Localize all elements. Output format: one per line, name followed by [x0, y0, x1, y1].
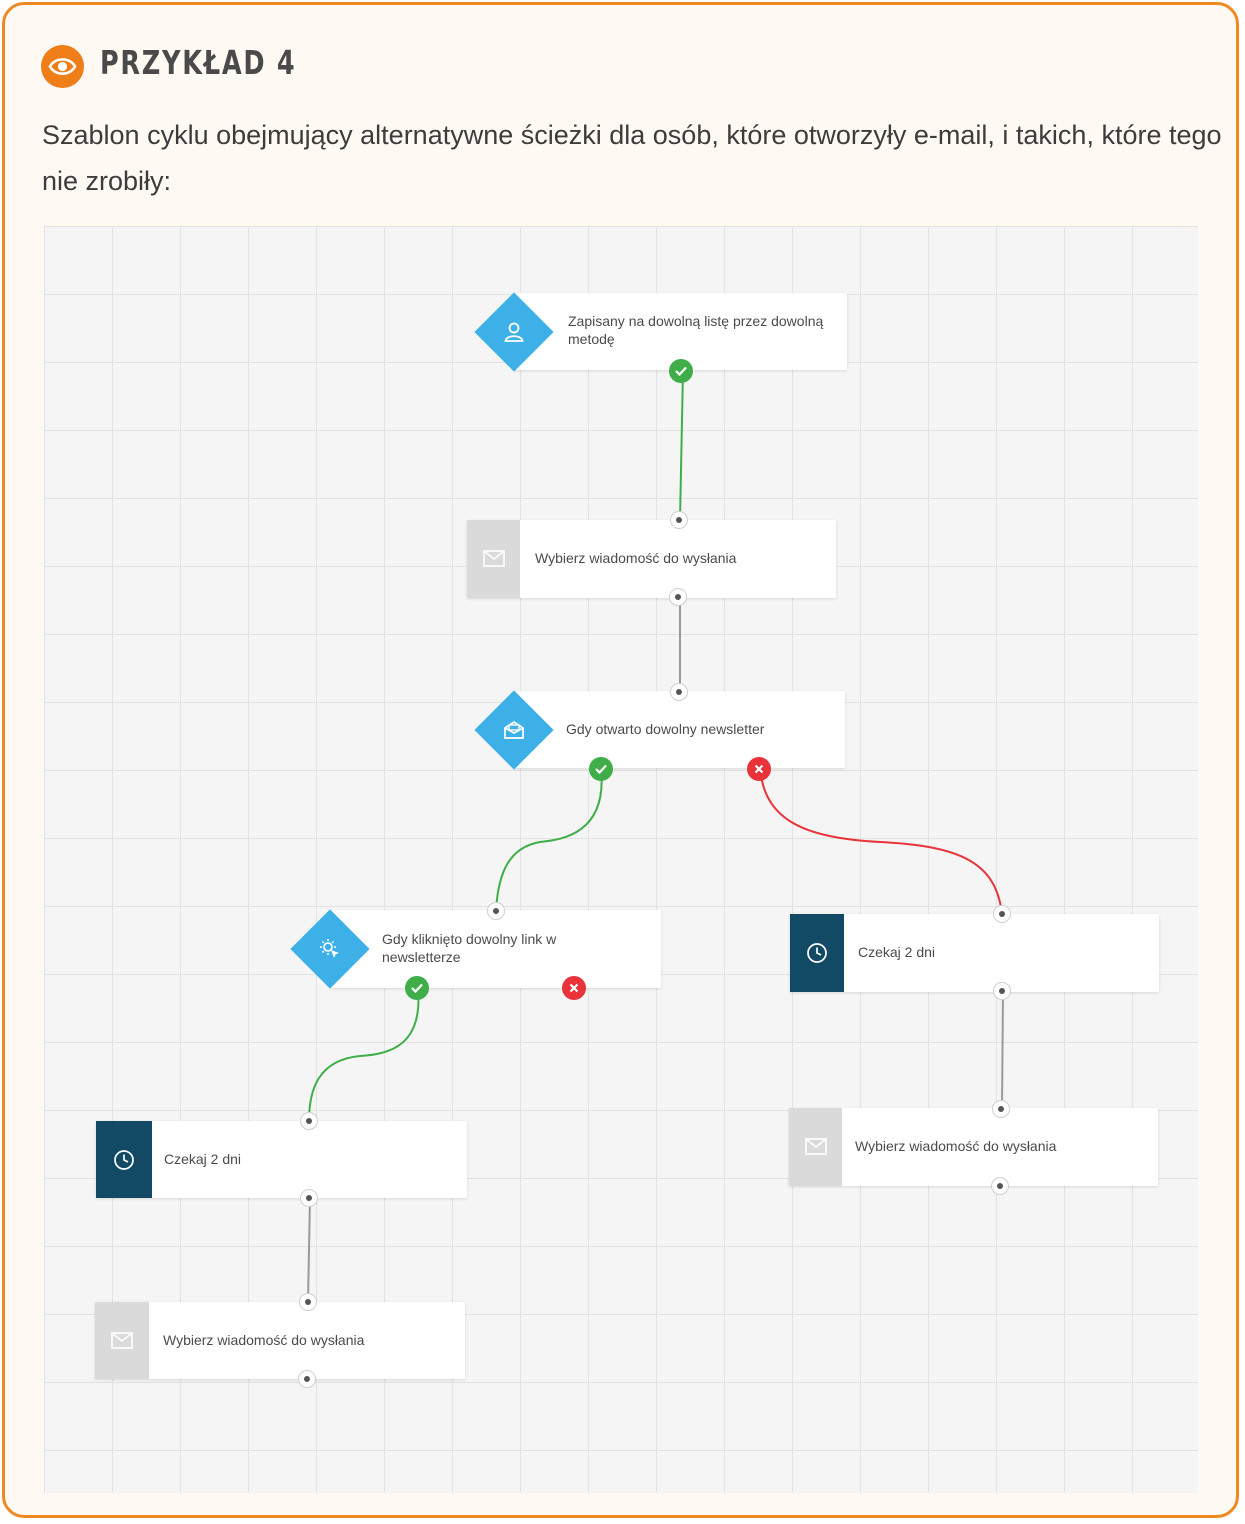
- output-port[interactable]: [993, 982, 1011, 1000]
- no-badge[interactable]: [562, 976, 586, 1000]
- node-label: Wybierz wiadomość do wysłania: [163, 1332, 365, 1348]
- envelope-icon: [483, 550, 505, 567]
- input-port[interactable]: [299, 1293, 317, 1311]
- page-title: PRZYKŁAD 4: [100, 43, 297, 82]
- condition-clicked-node[interactable]: Gdy kliknięto dowolny link w newsletterz…: [330, 910, 661, 988]
- clock-icon: [114, 1150, 134, 1170]
- edge-subscribed-to-message: [679, 370, 684, 521]
- workflow-canvas: [44, 226, 1198, 1493]
- node-label: Wybierz wiadomość do wysłania: [535, 550, 737, 566]
- wait-node-left[interactable]: Czekaj 2 dni: [96, 1121, 467, 1198]
- node-label: Zapisany na dowolną listę przez dowolną …: [568, 313, 824, 347]
- edge-wait-to-message-left: [307, 1197, 311, 1303]
- output-port[interactable]: [991, 1177, 1009, 1195]
- message-node-right[interactable]: Wybierz wiadomość do wysłania: [789, 1108, 1158, 1186]
- node-label: Gdy kliknięto dowolny link w newsletterz…: [382, 931, 557, 965]
- yes-badge[interactable]: [405, 976, 429, 1000]
- yes-badge[interactable]: [669, 359, 693, 383]
- input-port[interactable]: [300, 1112, 318, 1130]
- edge-opened-yes-to-clicked: [495, 768, 603, 911]
- wait-node-right[interactable]: Czekaj 2 dni: [790, 914, 1159, 992]
- description: Szablon cyklu obejmujący alternatywne śc…: [42, 120, 1222, 196]
- eye-icon: [41, 45, 84, 88]
- node-label: Wybierz wiadomość do wysłania: [855, 1138, 1057, 1154]
- edge-wait-to-message-right: [1001, 990, 1004, 1109]
- no-badge[interactable]: [747, 757, 771, 781]
- output-port[interactable]: [300, 1189, 318, 1207]
- message-node-1[interactable]: Wybierz wiadomość do wysłania: [467, 520, 836, 598]
- click-icon: [320, 939, 339, 958]
- input-port[interactable]: [487, 902, 505, 920]
- input-port[interactable]: [992, 1100, 1010, 1118]
- envelope-icon: [805, 1138, 827, 1155]
- edge-clicked-yes-to-wait: [308, 987, 420, 1122]
- input-port[interactable]: [670, 683, 688, 701]
- yes-badge[interactable]: [589, 757, 613, 781]
- message-node-left[interactable]: Wybierz wiadomość do wysłania: [95, 1302, 465, 1379]
- output-port[interactable]: [669, 588, 687, 606]
- node-label: Czekaj 2 dni: [164, 1151, 242, 1167]
- edge-opened-no-to-wait: [759, 768, 1003, 915]
- envelope-icon: [111, 1332, 133, 1349]
- user-icon: [504, 322, 524, 342]
- condition-opened-node[interactable]: Gdy otwarto dowolny newsletter: [514, 691, 845, 768]
- open-envelope-icon: [504, 720, 524, 739]
- output-port[interactable]: [298, 1370, 316, 1388]
- clock-icon: [807, 943, 827, 963]
- trigger-subscribed-node[interactable]: Zapisany na dowolną listę przez dowolną …: [514, 293, 847, 370]
- input-port[interactable]: [670, 511, 688, 529]
- node-label: Gdy otwarto dowolny newsletter: [566, 721, 765, 737]
- input-port[interactable]: [993, 905, 1011, 923]
- node-label: Czekaj 2 dni: [858, 944, 936, 960]
